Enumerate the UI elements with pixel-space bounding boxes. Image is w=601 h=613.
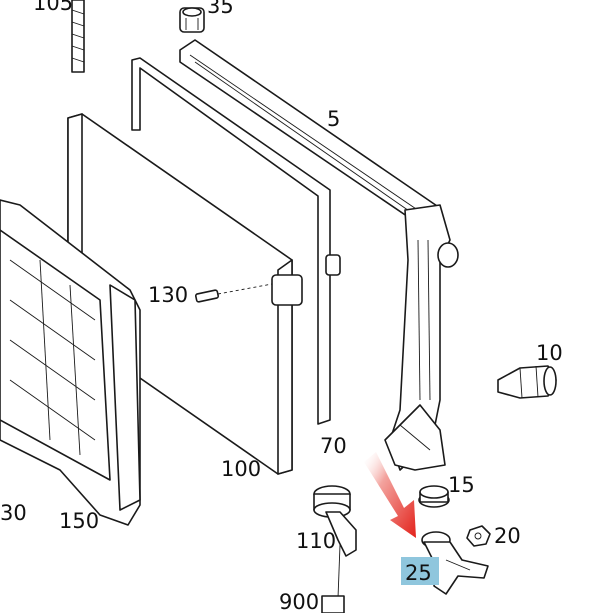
highlight-box-25 xyxy=(401,557,439,585)
part-110-fitting xyxy=(313,485,357,599)
callout-35: 35 xyxy=(207,0,234,18)
part-105-rod xyxy=(71,0,85,73)
callout-30: 30 xyxy=(0,501,27,525)
callout-100: 100 xyxy=(221,457,261,481)
callout-5: 5 xyxy=(327,107,340,131)
red-pointer-arrow xyxy=(364,452,416,538)
part-130-bolt xyxy=(194,283,273,303)
callout-900: 900 xyxy=(279,590,319,613)
callout-10: 10 xyxy=(536,341,563,365)
callout-150: 150 xyxy=(59,509,99,533)
callout-20: 20 xyxy=(494,524,521,548)
part-900 xyxy=(321,595,345,613)
callout-70: 70 xyxy=(320,434,347,458)
part-5-radiator xyxy=(131,39,459,471)
part-15-cap xyxy=(418,485,450,508)
part-35-mount xyxy=(179,7,205,33)
part-10-connector xyxy=(497,365,557,399)
callout-130: 130 xyxy=(148,283,188,307)
part-150-shroud xyxy=(0,199,141,526)
callout-110: 110 xyxy=(296,529,336,553)
part-70-clip xyxy=(325,254,341,276)
callout-105: 105 xyxy=(33,0,73,15)
callout-25: 25 xyxy=(405,561,432,585)
callout-15: 15 xyxy=(448,473,475,497)
part-20-nut xyxy=(466,525,491,547)
